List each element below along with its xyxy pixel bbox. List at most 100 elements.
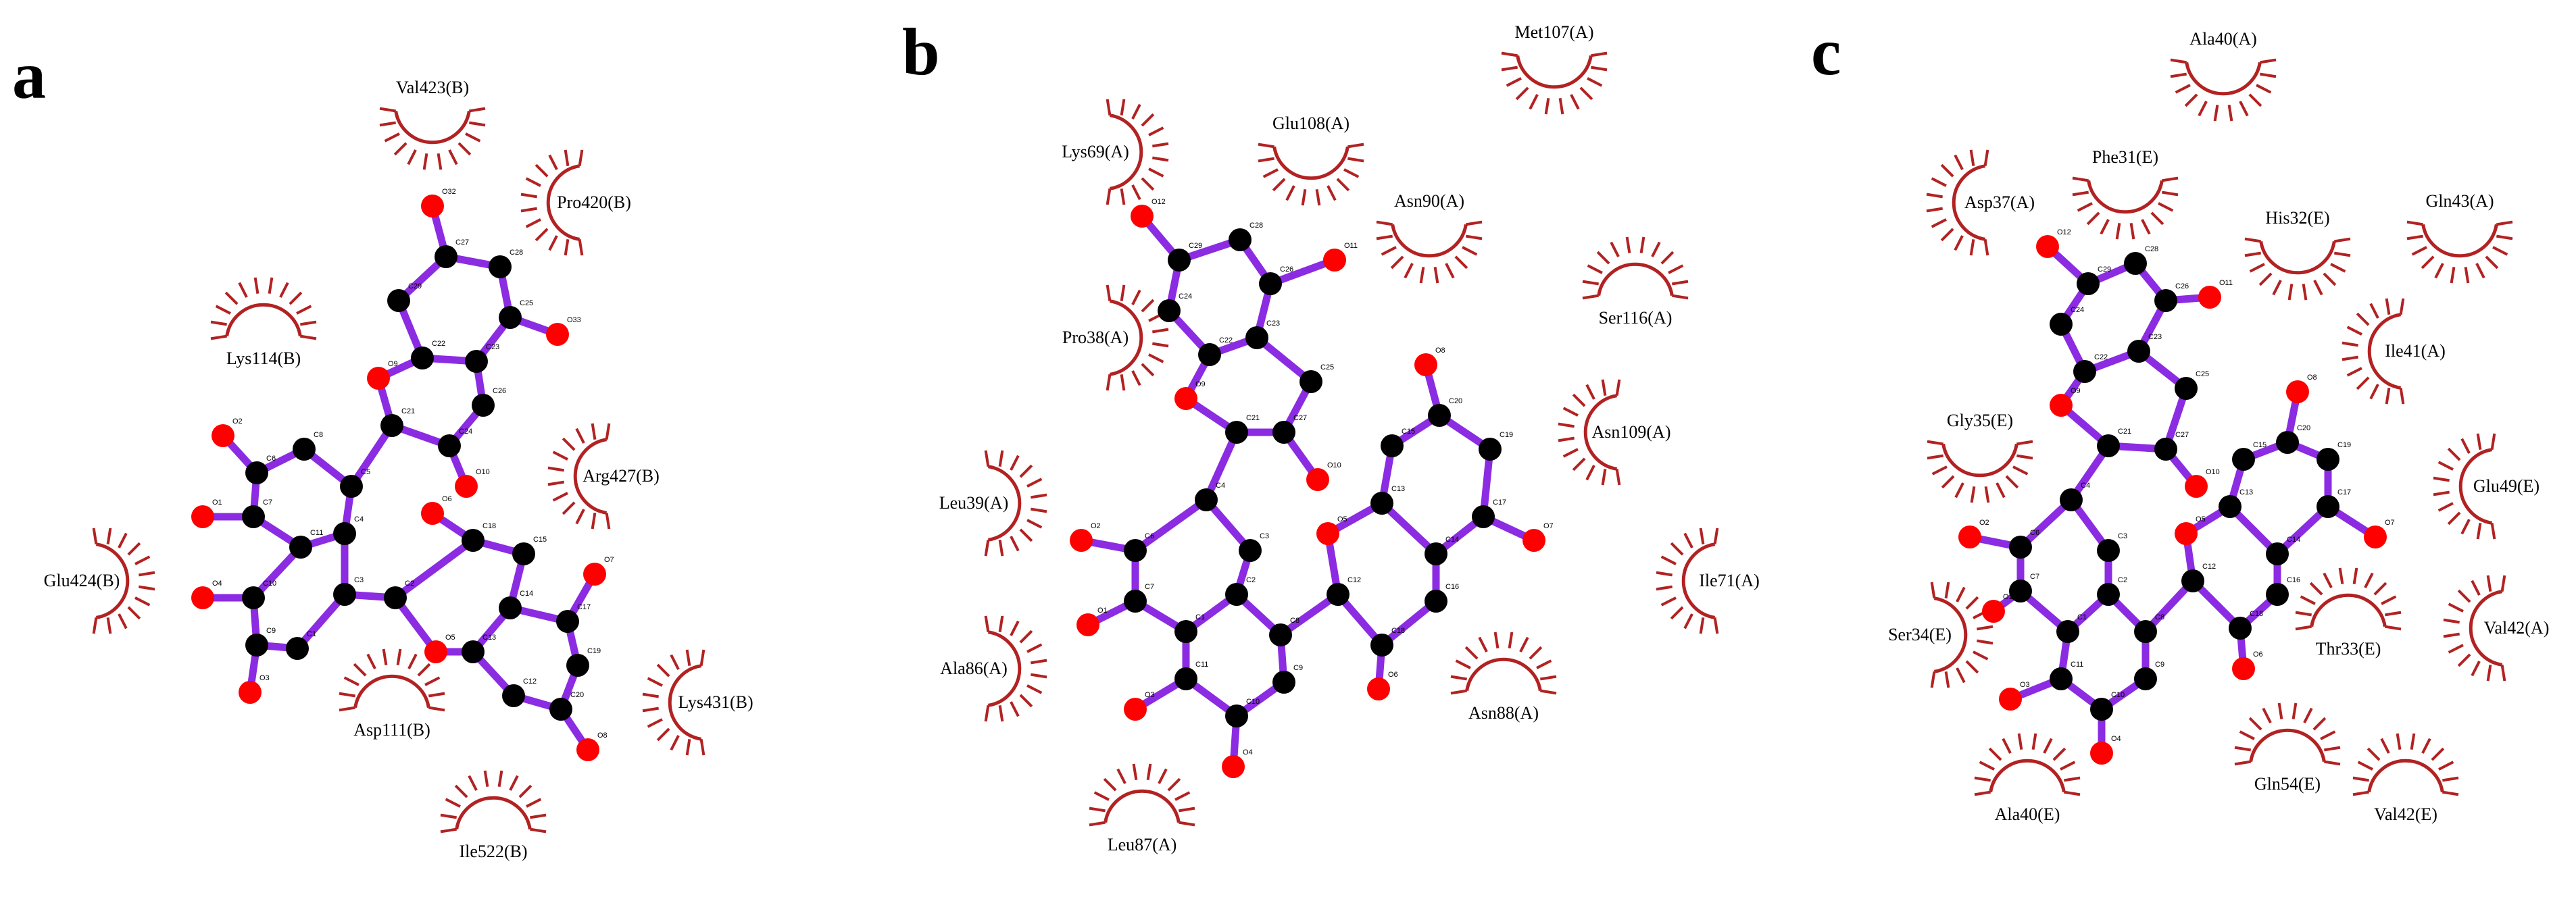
- oxygen-atom: [1958, 526, 1981, 548]
- hydrophobic-spoke: [1454, 255, 1468, 270]
- hydrophobic-spoke: [1969, 239, 1975, 256]
- hydrophobic-spoke: [424, 676, 441, 686]
- hydrophobic-spoke: [1956, 667, 1966, 684]
- hydrophobic-spoke: [1562, 407, 1579, 417]
- hydrophobic-spoke: [497, 770, 503, 787]
- hydrophobic-spoke: [526, 798, 542, 808]
- oxygen-atom: [421, 195, 444, 217]
- hydrophobic-spoke: [518, 784, 532, 798]
- carbon-atom: [1327, 583, 1349, 606]
- atom-label: O12: [1151, 198, 1166, 206]
- ligand-bond: [293, 590, 349, 652]
- hydrophobic-spoke: [384, 132, 400, 143]
- hydrophobic-spoke: [1501, 66, 1518, 72]
- hydrophobic-spoke: [1540, 675, 1557, 681]
- hydrophobic-spoke: [2239, 730, 2255, 740]
- atom-label: O10: [1327, 461, 1341, 469]
- hydrophobic-spoke: [2431, 747, 2445, 761]
- carbon-atom: [2134, 667, 2157, 690]
- carbon-atom: [2317, 448, 2339, 471]
- atom-label: C24: [1179, 292, 1192, 301]
- atom-label: C13: [482, 634, 496, 642]
- atom-label: C18: [2250, 610, 2263, 618]
- hydrophobic-spoke: [2434, 263, 2444, 279]
- residue-label: Leu87(A): [1108, 835, 1177, 854]
- hydrophobic-spoke: [1973, 650, 1989, 661]
- hydrophobic-spoke: [575, 428, 585, 444]
- hydrophobic-spoke: [134, 555, 151, 565]
- atom-label: C12: [1347, 576, 1361, 584]
- hydrophobic-arc: [668, 664, 701, 741]
- hydrophobic-spoke: [366, 653, 376, 669]
- hydrophobic-contact: Pro420(B): [520, 149, 631, 256]
- hydrophobic-contact: Asn109(A): [1558, 379, 1671, 486]
- carbon-atom: [1381, 434, 1404, 457]
- hydrophobic-spoke: [1515, 86, 1529, 101]
- hydrophobic-contact: Thr33(E): [2295, 567, 2402, 659]
- atom-label: C23: [1266, 319, 1280, 328]
- hydrophobic-spoke: [1927, 454, 1943, 460]
- oxygen-atom: [2232, 657, 2255, 680]
- hydrophobic-spoke: [1146, 763, 1152, 780]
- carbon-atom: [1299, 370, 1322, 393]
- atom-label: C26: [493, 387, 506, 395]
- hydrophobic-spoke: [2012, 465, 2029, 476]
- hydrophobic-spoke: [353, 663, 367, 677]
- hydrophobic-spoke: [2399, 298, 2405, 315]
- hydrophobic-spoke: [670, 735, 680, 751]
- hydrophobic-spoke: [1493, 632, 1500, 648]
- hydrophobic-spoke: [984, 705, 990, 722]
- hydrophobic-spoke: [520, 193, 537, 199]
- oxygen-atom: [546, 323, 569, 346]
- hydrophobic-spoke: [2100, 219, 2110, 235]
- hydrophobic-spoke: [564, 239, 570, 256]
- carbon-atom: [1245, 326, 1268, 349]
- hydrophobic-spoke: [268, 277, 274, 294]
- atom-label: O9: [1195, 380, 1206, 388]
- atom-label: O8: [1435, 347, 1445, 355]
- hydrophobic-spoke: [393, 142, 407, 156]
- hydrophobic-spoke: [300, 334, 317, 340]
- hydrophobic-spoke: [2016, 454, 2033, 460]
- oxygen-atom: [1999, 688, 2022, 711]
- hydrophobic-spoke: [2052, 747, 2066, 761]
- hydrophobic-spoke: [1656, 571, 1673, 577]
- hydrophobic-spoke: [2485, 255, 2499, 270]
- hydrophobic-spoke: [2442, 790, 2459, 796]
- residue-label: Gln43(A): [2425, 191, 2494, 211]
- hydrophobic-spoke: [1979, 761, 1995, 771]
- hydrophobic-spoke: [1120, 99, 1126, 116]
- hydrophobic-arc: [1272, 147, 1349, 180]
- carbon-atom: [2266, 542, 2289, 565]
- hydrophobic-spoke: [548, 154, 558, 170]
- atom-label: O1: [212, 498, 222, 507]
- residue-label: Asn109(A): [1592, 422, 1671, 442]
- hydrophobic-spoke: [2385, 625, 2402, 631]
- atom-label: O6: [2253, 650, 2263, 659]
- hydrophobic-contact: Leu87(A): [1089, 763, 1195, 854]
- hydrophobic-spoke: [1455, 659, 1471, 669]
- hydrophobic-spoke: [1141, 299, 1155, 313]
- hydrophobic-spoke: [2496, 220, 2513, 226]
- hydrophobic-spoke: [2115, 223, 2121, 240]
- atom-label: O10: [476, 468, 490, 476]
- carbon-atom: [1168, 249, 1191, 272]
- hydrophobic-spoke: [2323, 572, 2333, 588]
- hydrophobic-spoke: [1660, 596, 1677, 607]
- hydrophobic-spoke: [2184, 93, 2198, 107]
- hydrophobic-spoke: [1965, 596, 1979, 610]
- hydrophobic-spoke: [1026, 519, 1043, 529]
- carbon-atom: [1479, 438, 1502, 461]
- carbon-atom: [2009, 580, 2032, 603]
- carbon-atom: [1425, 542, 1447, 565]
- hydrophobic-spoke: [296, 305, 312, 315]
- hydrophobic-spoke: [2227, 105, 2233, 122]
- hydrophobic-spoke: [1558, 422, 1575, 428]
- hydrophobic-spoke: [1106, 188, 1112, 205]
- ligand-bond: [347, 421, 396, 490]
- hydrophobic-spoke: [417, 663, 431, 677]
- hydrophobic-spoke: [2170, 58, 2187, 64]
- hydrophobic-spoke: [605, 513, 611, 530]
- atom-label: C26: [1280, 265, 1293, 274]
- atom-label: C14: [1445, 536, 1459, 544]
